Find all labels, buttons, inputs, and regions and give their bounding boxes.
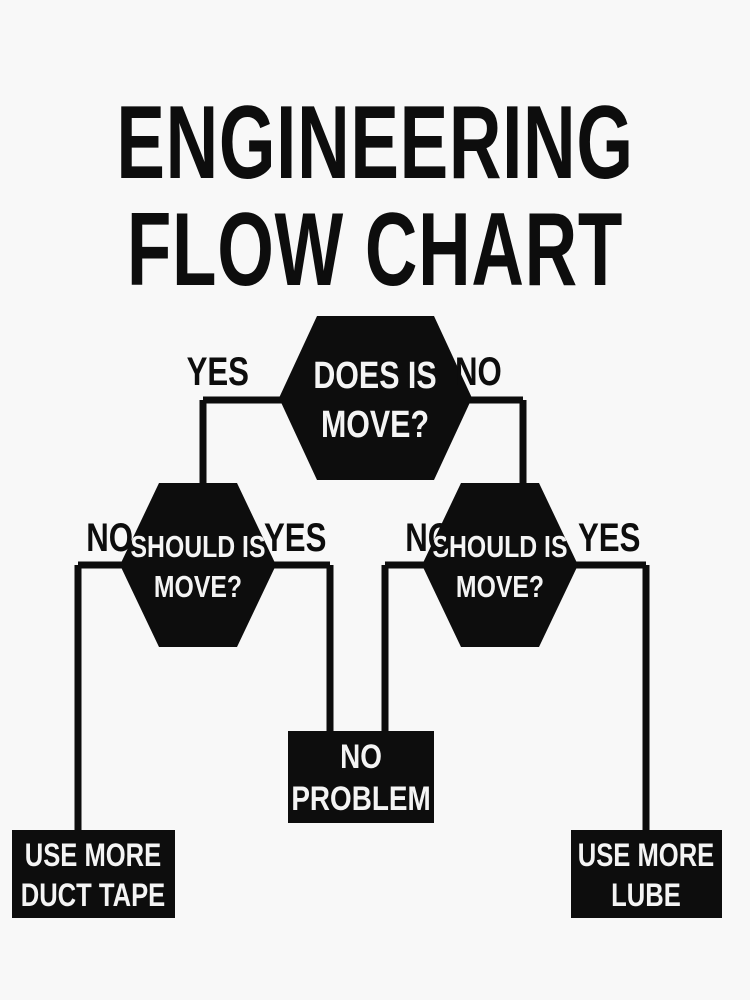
decision-node-should-it-move-right[interactable]: SHOULD IS MOVE? [422, 483, 578, 647]
box-shape-no-problem [288, 731, 434, 823]
t3-line-1: USE MORE [578, 838, 715, 873]
q2-line-1: SHOULD IS [131, 529, 266, 563]
t3-line-2: LUBE [611, 878, 681, 913]
edge-label-q1-yes: YES [187, 349, 249, 394]
edge-label-q3-no: NO [405, 515, 452, 560]
edge-label-q2-yes: YES [264, 515, 326, 560]
t1-line-1: USE MORE [25, 838, 162, 873]
terminal-node-use-more-lube[interactable]: USE MORE LUBE [571, 830, 722, 918]
t1-line-2: DUCT TAPE [21, 878, 166, 913]
edge-label-q3-yes: YES [578, 515, 640, 560]
hexagon-shape-q3 [422, 483, 578, 647]
decision-node-should-it-move-left[interactable]: SHOULD IS MOVE? [120, 483, 276, 647]
t2-line-1: NO [340, 737, 382, 775]
edge-label-q1-no: NO [455, 349, 502, 394]
q1-line-2: MOVE? [321, 404, 429, 446]
q3-line-1: SHOULD IS [433, 529, 568, 563]
decision-node-does-it-move[interactable]: DOES IS MOVE? [279, 316, 472, 480]
t2-line-2: PROBLEM [291, 779, 430, 817]
hexagon-shape-q2 [120, 483, 276, 647]
terminal-node-no-problem[interactable]: NO PROBLEM [288, 731, 434, 823]
box-shape-duct-tape [12, 830, 175, 918]
page-title: ENGINEERING FLOW CHART [116, 85, 633, 308]
terminal-node-use-more-duct-tape[interactable]: USE MORE DUCT TAPE [12, 830, 175, 918]
q2-line-2: MOVE? [154, 569, 242, 603]
edge-label-q2-no: NO [86, 515, 133, 560]
q1-line-1: DOES IS [313, 355, 436, 397]
edge-labels: YES NO NO YES NO YES [86, 349, 640, 560]
title-line-1: ENGINEERING [116, 85, 633, 201]
title-line-2: FLOW CHART [127, 192, 623, 308]
q3-line-2: MOVE? [456, 569, 544, 603]
hexagon-shape-q1 [279, 316, 472, 480]
box-shape-lube [571, 830, 722, 918]
